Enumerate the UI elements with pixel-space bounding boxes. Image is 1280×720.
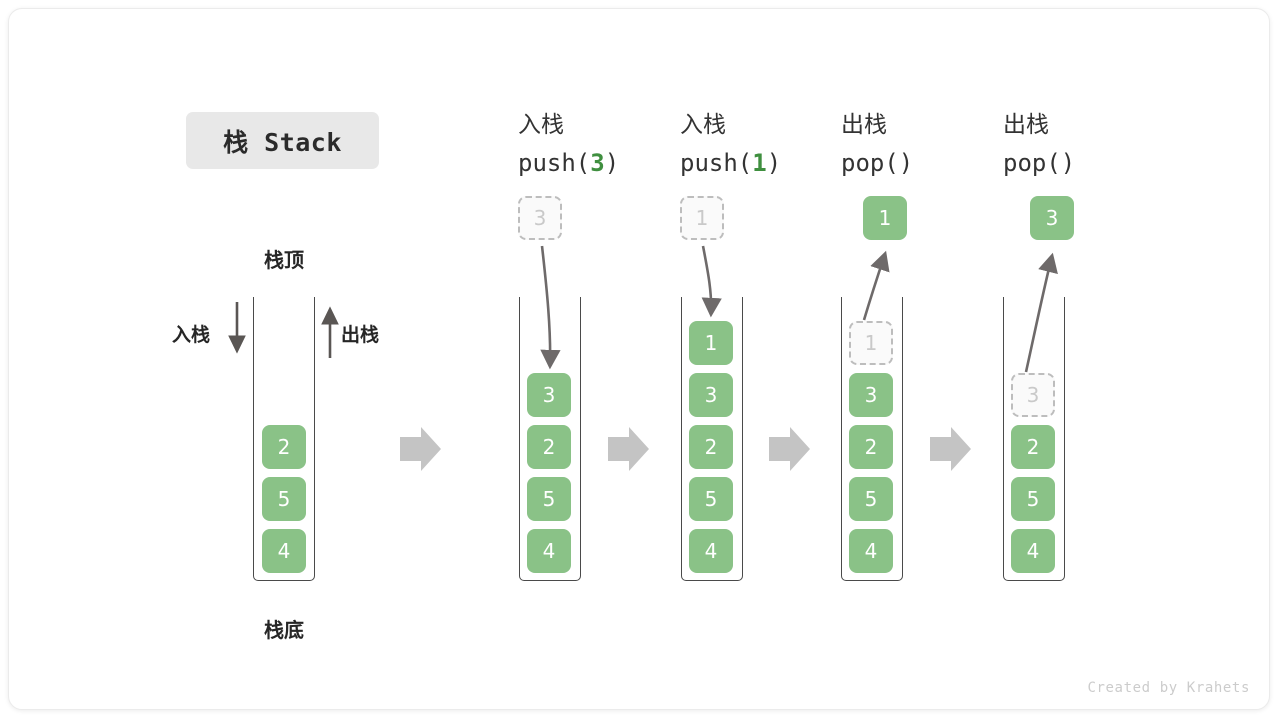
popped-cell: 3: [1030, 196, 1074, 240]
pop-side-label: 出栈: [341, 324, 380, 346]
step-header-line1: 出栈: [841, 112, 887, 138]
popped-cell: 1: [863, 196, 907, 240]
step-header-line2: push(1): [680, 144, 781, 182]
title-chip: 栈 Stack: [186, 112, 379, 169]
stack-cell: 2: [689, 425, 733, 469]
step-op: pop(: [841, 149, 899, 177]
ghost-cell-incoming: 1: [680, 196, 724, 240]
step-header-line2: pop(): [1003, 144, 1075, 182]
tube-step-push-1: [681, 297, 743, 581]
ghost-cell-incoming: 3: [518, 196, 562, 240]
tube-step-push-3: [519, 297, 581, 581]
step-arg: 3: [590, 149, 605, 177]
stack-cell: 1: [689, 321, 733, 365]
stack-cell: 4: [262, 529, 306, 573]
step-separator-arrow: [608, 427, 649, 471]
stack-bottom-label: 栈底: [264, 618, 304, 642]
ghost-cell-outgoing: 1: [849, 321, 893, 365]
step-header-line1: 入栈: [680, 112, 726, 138]
push-side-label: 入栈: [172, 324, 211, 346]
tube-step-pop-2: [1003, 297, 1065, 581]
step-header-push-3: 入栈 push(3): [518, 106, 619, 182]
step-close: ): [766, 149, 782, 177]
step-close: ): [898, 149, 914, 177]
watermark: Created by Krahets: [1087, 680, 1250, 696]
step-separator-arrow: [769, 427, 810, 471]
ghost-cell-outgoing: 3: [1011, 373, 1055, 417]
step-op: push(: [680, 149, 753, 177]
stack-cell: 4: [849, 529, 893, 573]
step-arg: 1: [752, 149, 767, 177]
stack-cell: 5: [527, 477, 571, 521]
stack-cell: 2: [262, 425, 306, 469]
tube-initial: [253, 297, 315, 581]
stack-cell: 4: [1011, 529, 1055, 573]
step-separator-arrow: [400, 427, 441, 471]
stack-cell: 4: [689, 529, 733, 573]
stack-cell: 5: [849, 477, 893, 521]
step-header-push-1: 入栈 push(1): [680, 106, 781, 182]
step-header-pop-2: 出栈 pop(): [1003, 106, 1075, 182]
step-header-line2: pop(): [841, 144, 913, 182]
stack-cell: 3: [689, 373, 733, 417]
stack-cell: 2: [849, 425, 893, 469]
step-header-line1: 入栈: [518, 112, 564, 138]
step-header-pop-1: 出栈 pop(): [841, 106, 913, 182]
step-separator-arrow: [930, 427, 971, 471]
stack-cell: 5: [1011, 477, 1055, 521]
step-header-line2: push(3): [518, 144, 619, 182]
step-close: ): [604, 149, 620, 177]
stack-cell: 3: [849, 373, 893, 417]
stack-cell: 4: [527, 529, 571, 573]
stack-cell: 2: [1011, 425, 1055, 469]
step-header-line1: 出栈: [1003, 112, 1049, 138]
step-op: push(: [518, 149, 591, 177]
tube-step-pop-1: [841, 297, 903, 581]
title-chip-label: 栈 Stack: [223, 127, 342, 157]
stack-cell: 5: [262, 477, 306, 521]
stack-cell: 3: [527, 373, 571, 417]
stack-cell: 2: [527, 425, 571, 469]
stack-cell: 5: [689, 477, 733, 521]
step-op: pop(: [1003, 149, 1061, 177]
step-close: ): [1060, 149, 1076, 177]
stack-top-label: 栈顶: [264, 248, 304, 272]
